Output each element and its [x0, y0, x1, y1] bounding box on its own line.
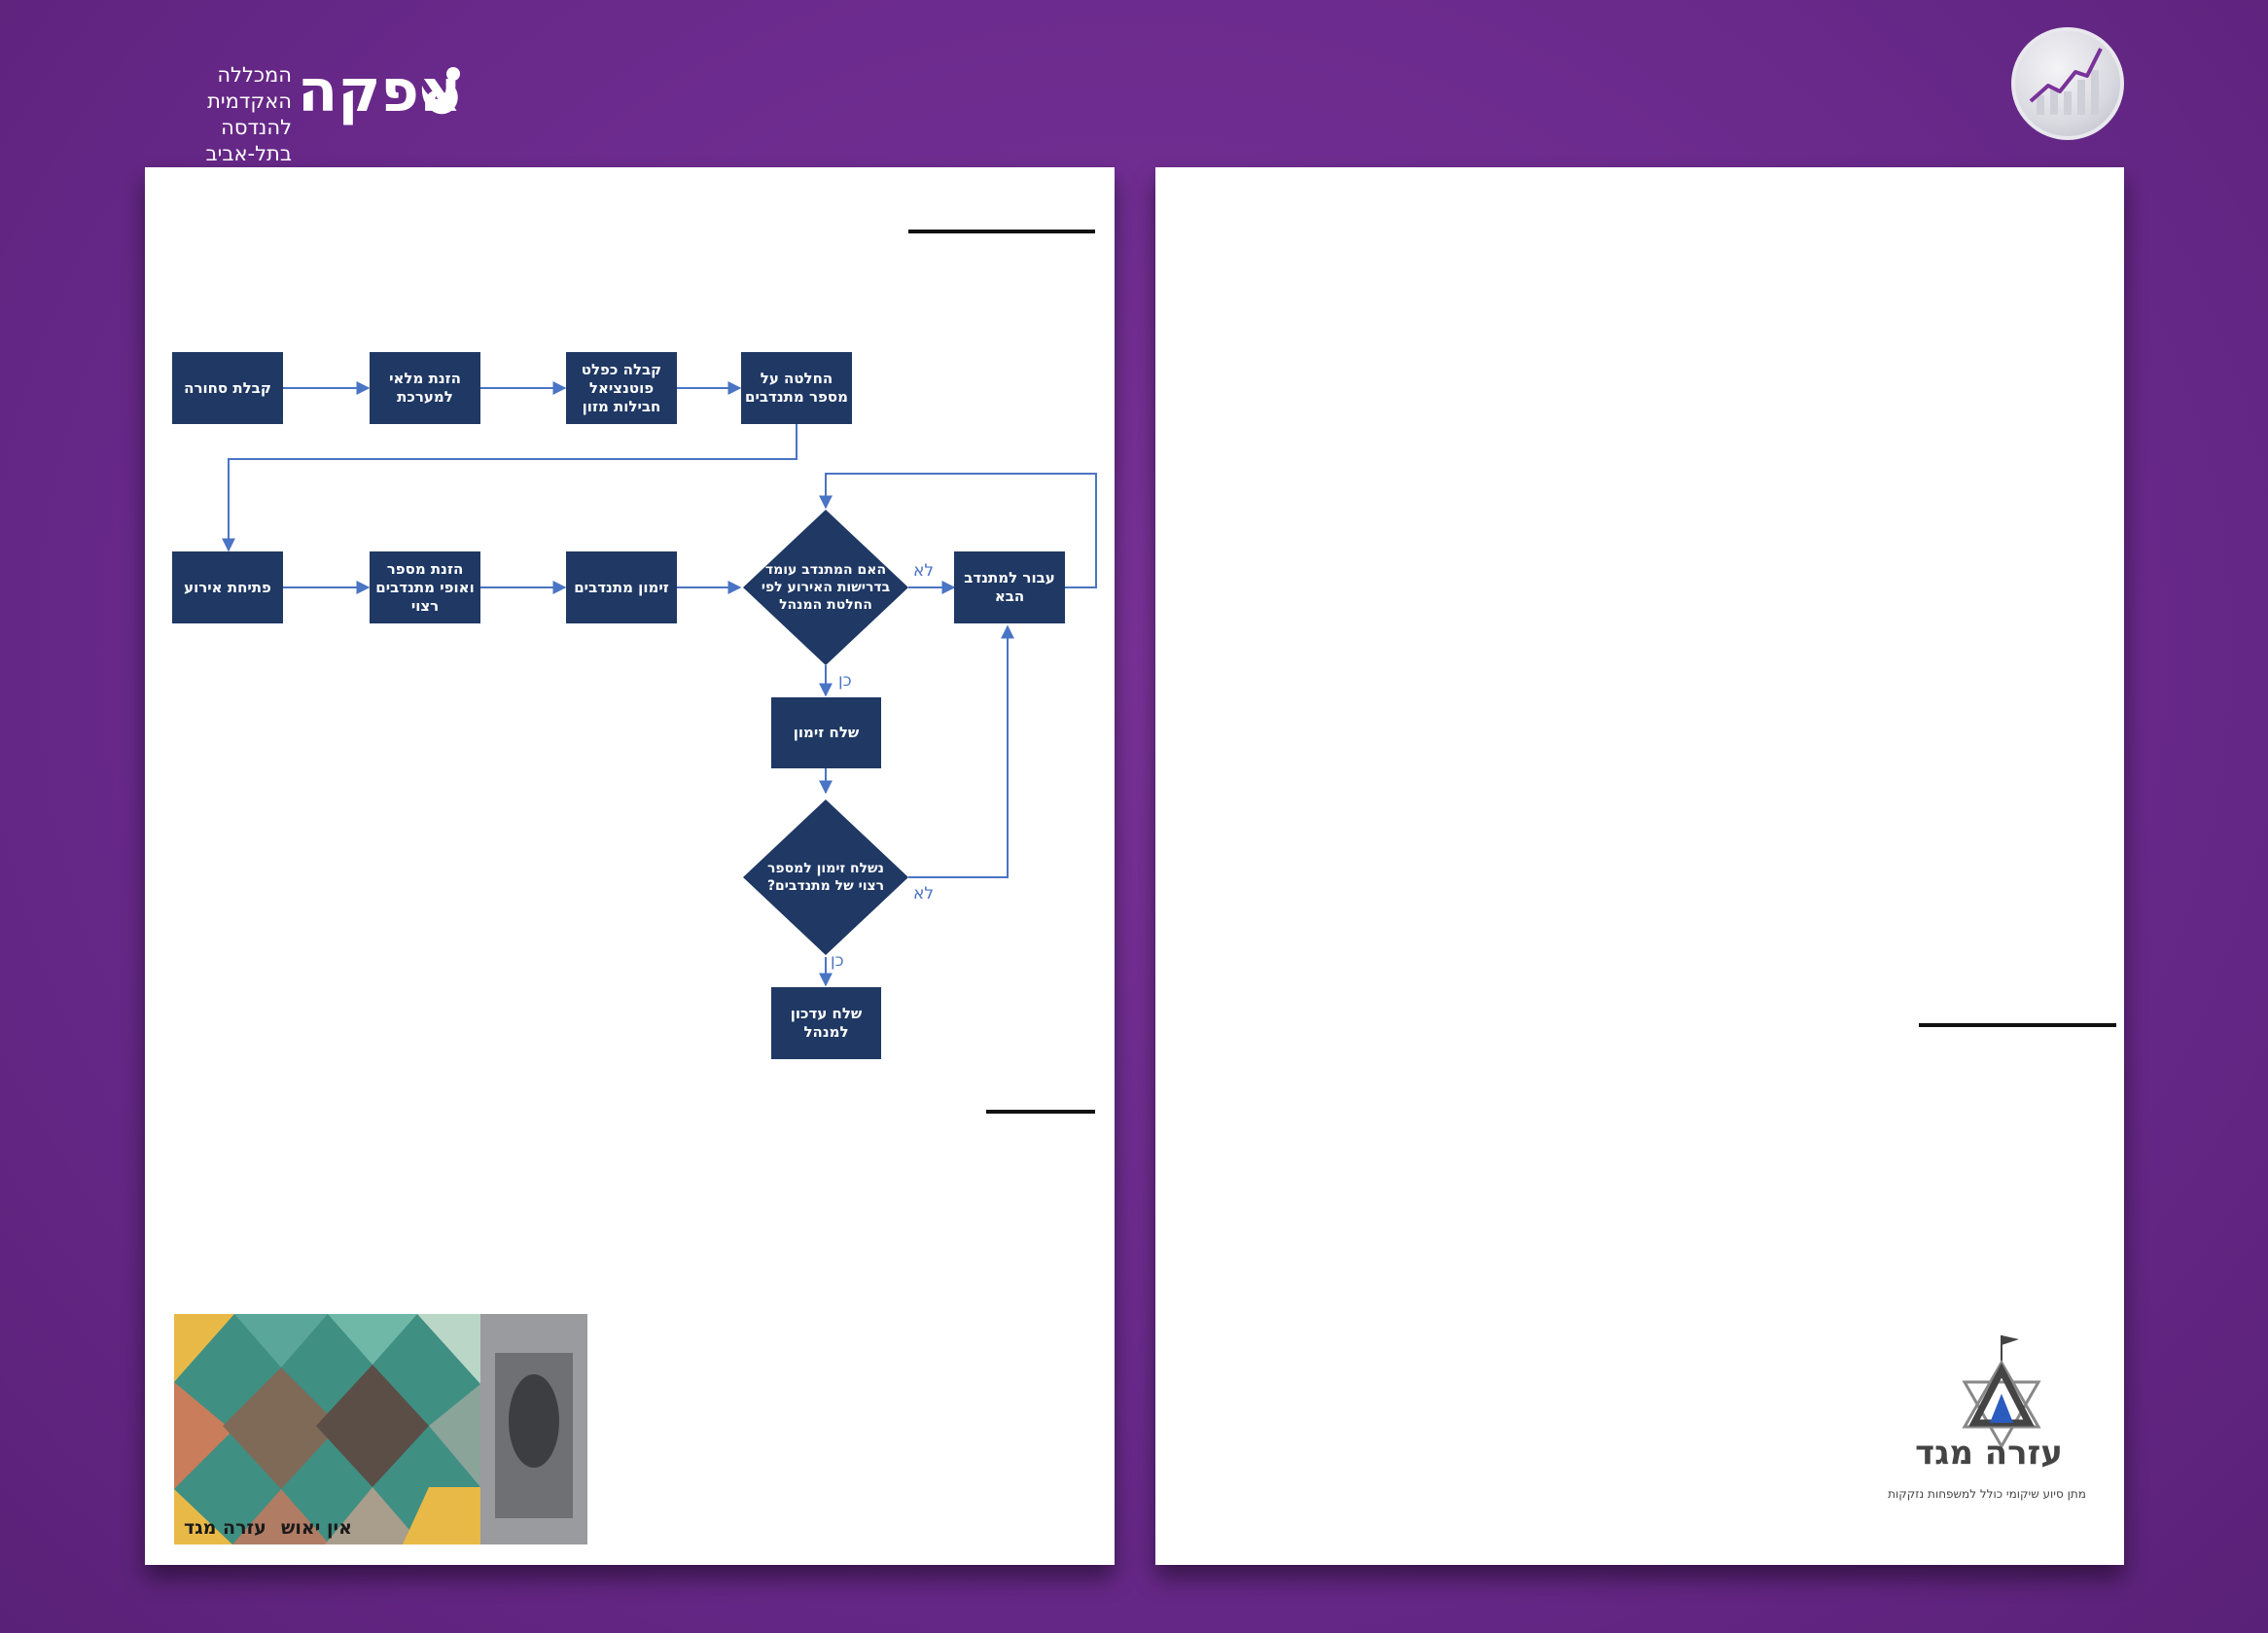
- node-check-count: [743, 799, 908, 955]
- volunteers-collage-image: עזרה מגד אין יאוש: [174, 1314, 587, 1544]
- node-send-update: [771, 987, 881, 1059]
- node-receive-output: [566, 352, 677, 424]
- ezra-logo-name: עזרה מגד: [1915, 1434, 2063, 1473]
- rising-chart-icon-graphic: [2029, 48, 2103, 115]
- edge-no-2: [908, 624, 1014, 878]
- node-send-invite: [771, 697, 881, 768]
- left-page: קבלת סחורה הזנת מלאי למערכת קבלה כפלט פו…: [145, 167, 1115, 1565]
- heading-rule-bottom: [986, 1110, 1095, 1114]
- afeka-subtitle-line2: להנדסה בתל-אביב: [205, 116, 292, 165]
- node-decide-volunteers: [741, 352, 852, 424]
- node-label-open-event: פתיחת אירוע: [184, 578, 271, 596]
- edge-label-yes-2: כן: [831, 951, 844, 971]
- node-receive-goods: [172, 352, 283, 424]
- heading-rule-top: [908, 230, 1095, 233]
- node-label-check-requirements: האם המתנדב עומד בדרישות האירוע לפי החלטת…: [761, 562, 891, 613]
- edge-loop: [819, 473, 1097, 588]
- flowchart: [172, 352, 1097, 1059]
- node-label-send-invite: שלח זימון: [793, 724, 860, 741]
- edge-label-yes-1: כן: [838, 671, 852, 691]
- edge-label-no-2: לא: [913, 884, 935, 904]
- node-label-enter-count: הזנת מספר ואופי מתנדבים רצוי: [375, 559, 475, 615]
- ezra-logo-tagline: מתן סיוע שיקומי כולל למשפחות נזקקות: [1888, 1487, 2086, 1501]
- node-enter-count: [370, 551, 480, 623]
- edge-label-no-1: לא: [913, 561, 935, 581]
- node-label-decide-volunteers: החלטה על מספר מתנדבים: [745, 370, 848, 406]
- afeka-name: אפקה: [298, 57, 462, 125]
- node-label-enter-inventory: הזנת מלאי למערכת: [389, 370, 461, 406]
- collage-logo-other: אין יאוש: [281, 1517, 352, 1539]
- collage-logo-ezra: עזרה מגד: [184, 1517, 266, 1539]
- heading-rule-right: [1919, 1023, 2116, 1027]
- node-label-next-volunteer: עבור למתנדב הבא: [964, 569, 1055, 605]
- afeka-mark-icon: [421, 67, 460, 115]
- afeka-logo: המכללה האקדמית להנדסה בתל-אביב אפקה: [144, 56, 465, 165]
- node-next-volunteer: [954, 551, 1065, 623]
- node-label-send-update: שלח עדכון למנהל: [790, 1005, 863, 1041]
- afeka-subtitle-line1: המכללה האקדמית: [207, 63, 292, 113]
- node-label-check-count: נשלח זימון למספר רצוי של מתנדבים?: [766, 861, 885, 894]
- node-label-receive-goods: קבלת סחורה: [184, 378, 271, 397]
- node-open-event: [172, 551, 283, 623]
- ezra-magen-logo: עזרה מגד מתן סיוע שיקומי כולל למשפחות נז…: [1875, 1324, 2099, 1518]
- edge-4: [222, 423, 797, 552]
- afeka-subtitle: המכללה האקדמית להנדסה בתל-אביב: [144, 62, 292, 167]
- node-label-invite-volunteers: זימון מתנדבים: [574, 578, 669, 596]
- node-invite-volunteers: [566, 551, 677, 623]
- node-label-receive-output: קבלה כפלט פוטנציאל חבילות מזון: [581, 360, 662, 415]
- collage-graphic: [174, 1314, 587, 1544]
- right-page: עזרה מגד מתן סיוע שיקומי כולל למשפחות נז…: [1155, 167, 2124, 1565]
- node-check-requirements: [743, 510, 908, 665]
- star-tent-icon: [1962, 1335, 2041, 1450]
- rising-chart-icon: [2011, 27, 2124, 140]
- node-enter-inventory: [370, 352, 480, 424]
